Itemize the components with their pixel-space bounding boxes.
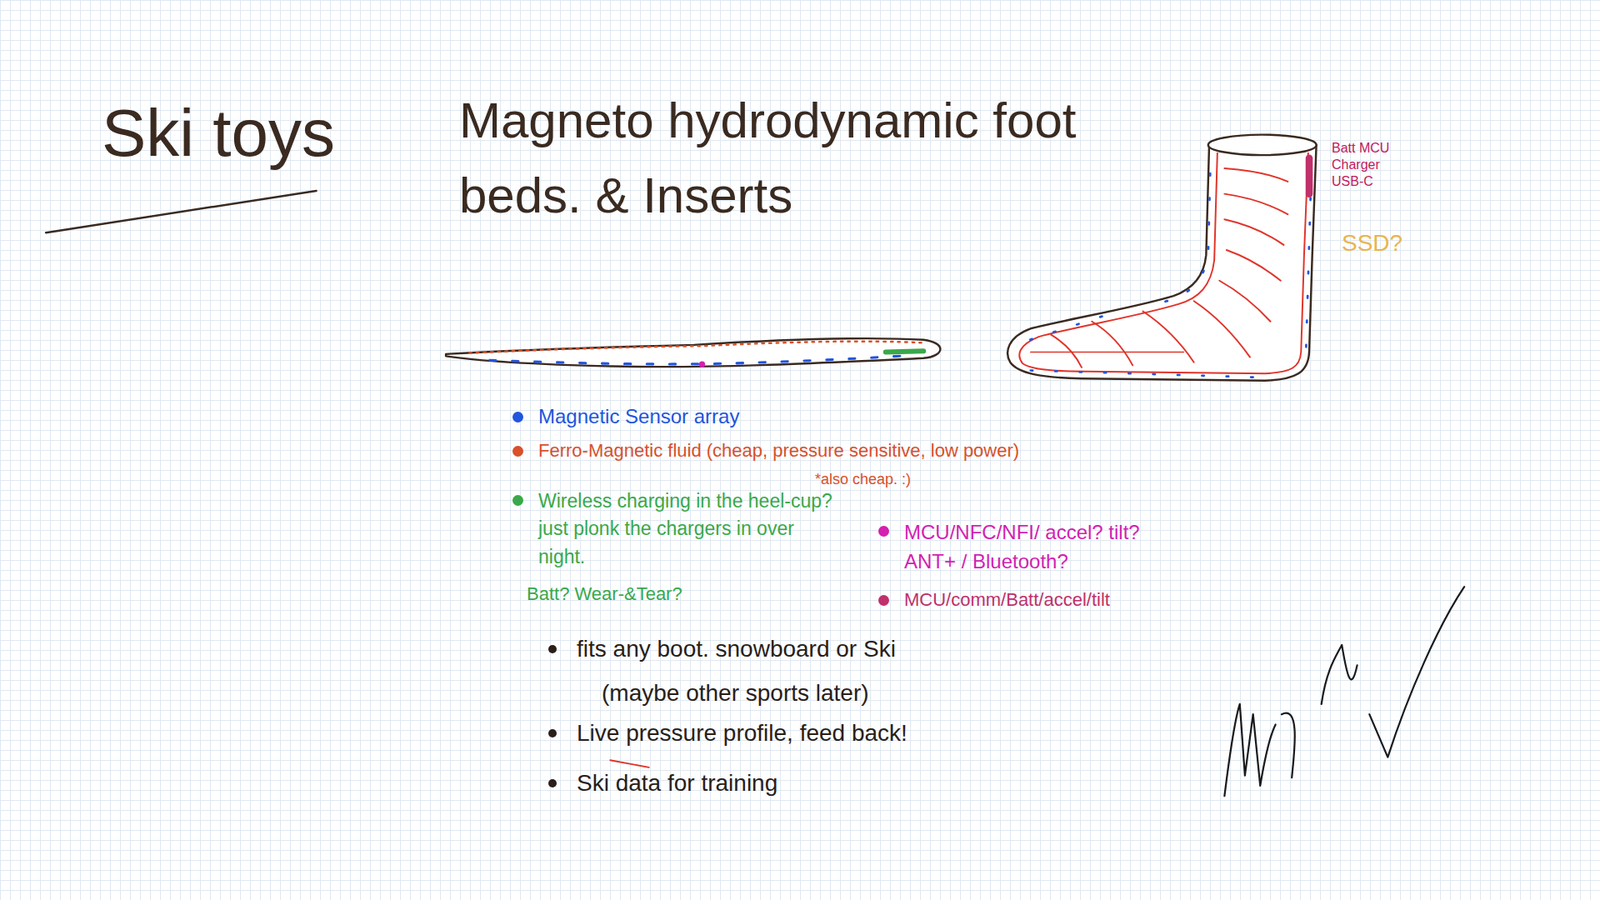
legend-text: MCU/NFC/NFI/ accel? tilt? ANT+ / Bluetoo… — [904, 518, 1180, 577]
sketch-title: Ski toys — [101, 93, 335, 174]
liner-stripe — [1091, 321, 1133, 366]
bullet-dot — [548, 729, 557, 738]
legend-text: Ferro-Magnetic fluid (cheap, pressure se… — [538, 440, 1020, 462]
legend-swatch — [512, 495, 524, 506]
product-heading: Magneto hydrodynamic foot beds. & Insert… — [459, 83, 1110, 234]
electronics-pack — [1305, 158, 1314, 195]
legend-text: Magnetic Sensor array — [538, 405, 740, 430]
mcu-dot — [699, 360, 705, 367]
liner-stripe — [1194, 300, 1250, 357]
boot-opening — [1208, 135, 1317, 155]
legend-swatch — [512, 445, 524, 457]
liner-stripe — [1050, 335, 1082, 368]
liner-stripe — [1219, 280, 1270, 322]
side-note: Batt? Wear-&Tear? — [526, 583, 683, 605]
boot-outline — [1007, 145, 1316, 381]
liner-stripe — [1224, 168, 1288, 182]
title-underline — [45, 190, 316, 233]
legend-swatch — [878, 525, 890, 537]
ferrofluid-dots — [469, 341, 924, 354]
boot-sensor-dots — [1020, 173, 1312, 378]
liner-outline — [1019, 153, 1309, 374]
boot-callout: SSD? — [1341, 229, 1403, 258]
legend-text: MCU/comm/Batt/accel/tilt — [904, 589, 1110, 611]
feature-bullet: (maybe other sports later) — [601, 679, 870, 708]
boot-callout: Batt MCU Charger USB-C — [1331, 140, 1390, 190]
liner-stripe — [1224, 194, 1288, 215]
liner-stripe — [1226, 250, 1281, 281]
insole-outline — [445, 338, 940, 367]
feature-bullet: Live pressure profile, feed back! — [576, 719, 908, 748]
legend-swatch — [878, 595, 890, 606]
feature-bullet: Ski data for training — [576, 769, 778, 798]
bullet-dot — [548, 645, 557, 654]
signature — [1224, 586, 1465, 796]
legend-swatch — [512, 411, 524, 423]
feature-bullet: fits any boot. snowboard or Ski — [576, 635, 896, 664]
liner-stripe — [1142, 310, 1194, 362]
correction-mark — [610, 760, 650, 768]
charger-coil — [885, 350, 924, 352]
side-note: *also cheap. :) — [815, 470, 911, 490]
legend-text: Wireless charging in the heel-cup? just … — [538, 487, 839, 571]
bullet-dot — [548, 779, 557, 788]
liner-stripe — [1224, 219, 1284, 245]
liner-stripe — [1030, 351, 1185, 353]
